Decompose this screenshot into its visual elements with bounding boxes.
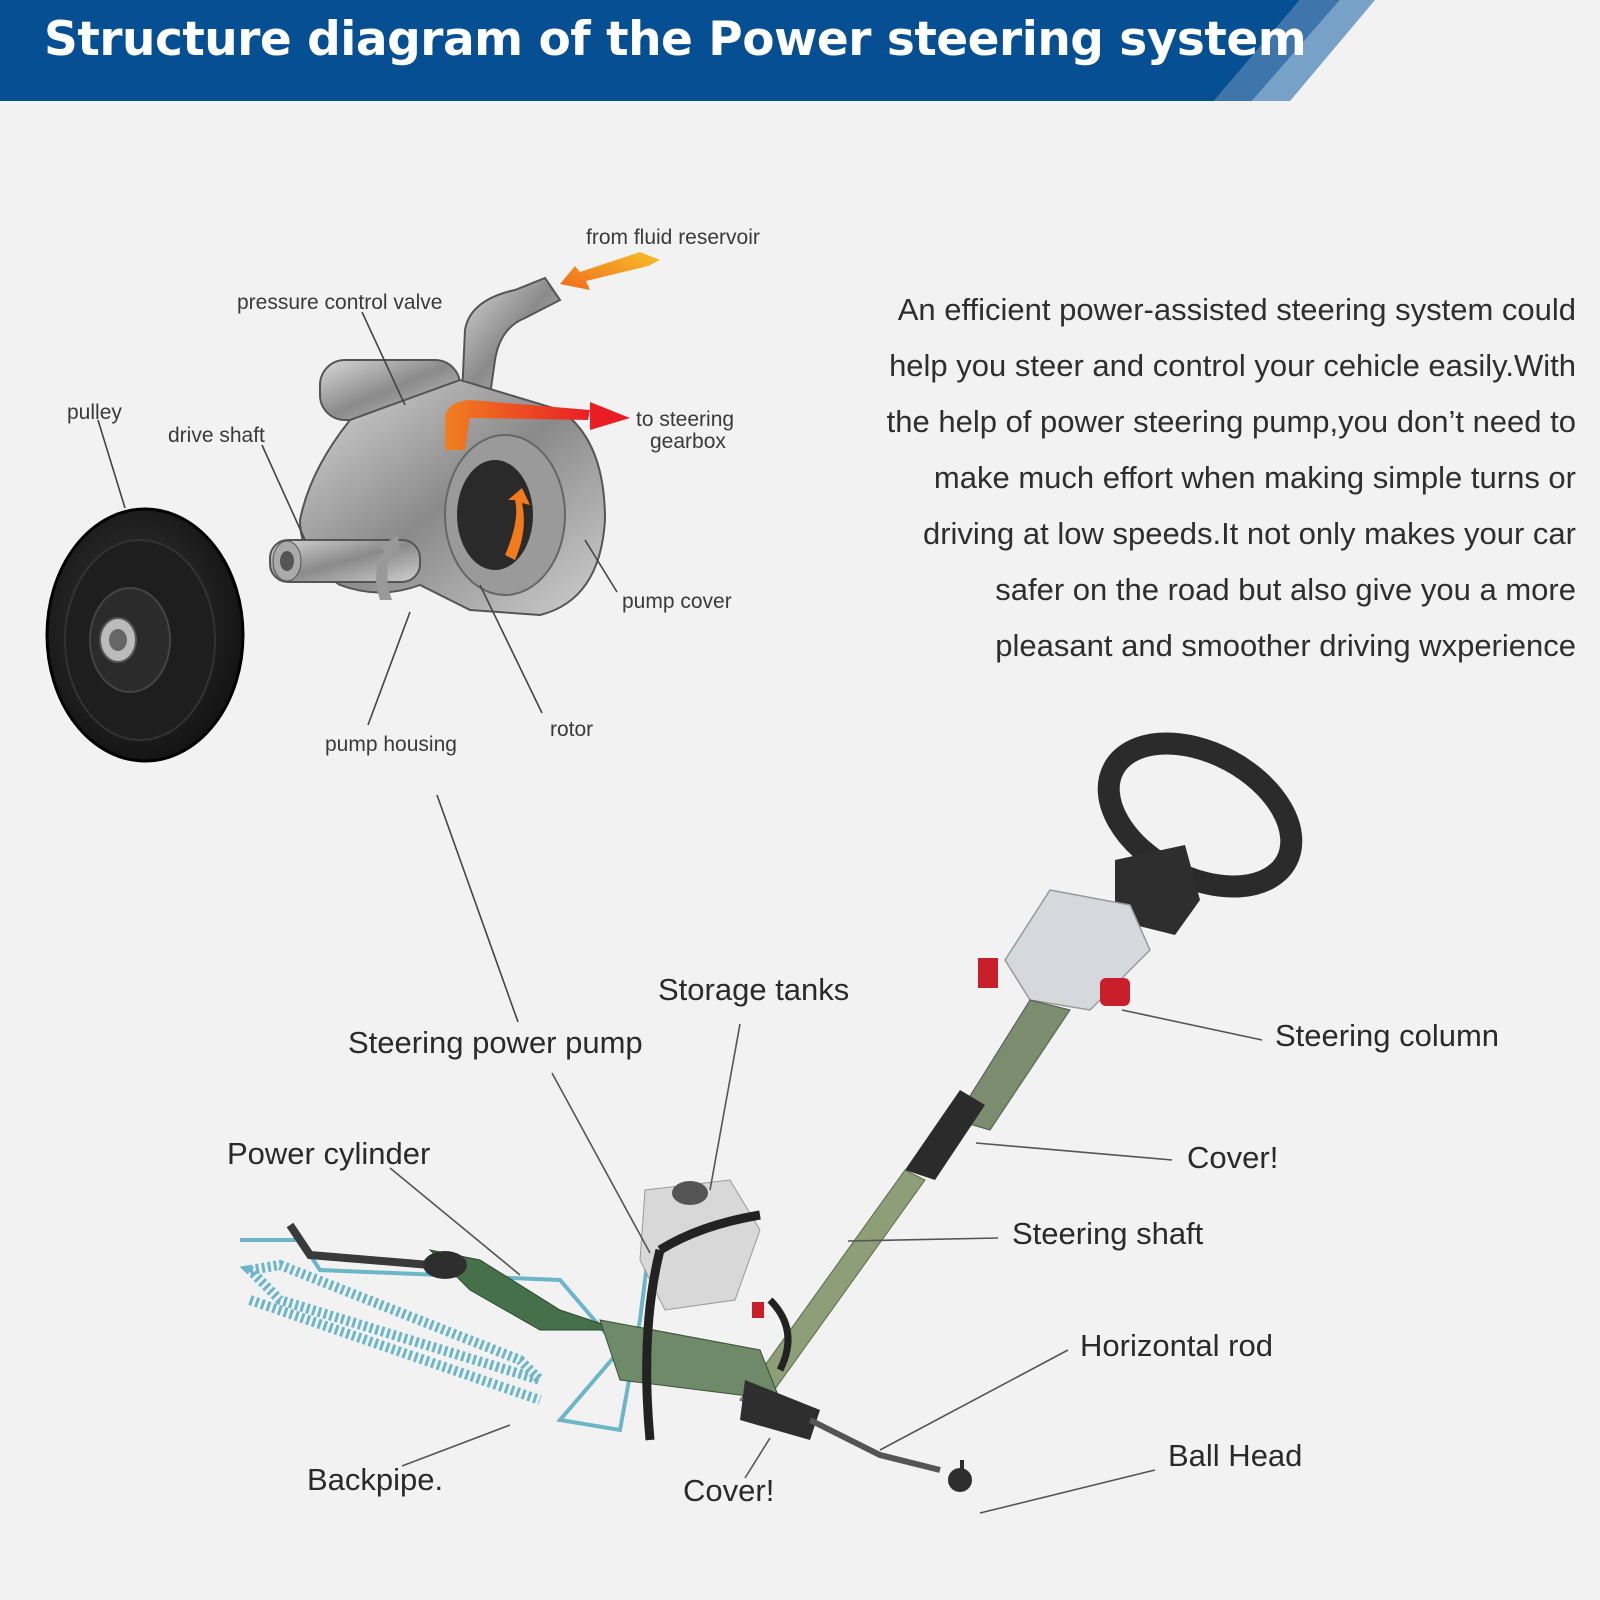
banner-background xyxy=(0,0,1375,101)
description-line: safer on the road but also give you a mo… xyxy=(995,572,1576,607)
banner-main-block xyxy=(0,0,1300,101)
header-banner: Structure diagram of the Power steering … xyxy=(0,0,1600,101)
label-gearbox: gearbox xyxy=(650,430,726,453)
label-cover-lower: Cover! xyxy=(683,1473,775,1508)
label-pump-housing: pump housing xyxy=(325,733,457,756)
label-power-cylinder: Power cylinder xyxy=(227,1136,431,1171)
description-line: An efficient power-assisted steering sys… xyxy=(897,292,1576,327)
label-cover-upper: Cover! xyxy=(1187,1140,1279,1175)
description-paragraph: An efficient power-assisted steering sys… xyxy=(770,282,1576,674)
description-line: make much effort when making simple turn… xyxy=(933,460,1576,495)
fluid-inflow-arrow xyxy=(560,252,660,290)
label-horizontal-rod: Horizontal rod xyxy=(1080,1328,1273,1363)
banner-stripe-2 xyxy=(1252,0,1375,101)
description-line: driving at low speeds.It not only makes … xyxy=(922,516,1576,551)
label-ball-head: Ball Head xyxy=(1168,1438,1303,1473)
label-rotor: rotor xyxy=(550,718,594,741)
label-to-steering: to steering xyxy=(636,408,735,431)
label-pressure-control-valve: pressure control valve xyxy=(237,291,443,314)
description-line: help you steer and control your cehicle … xyxy=(889,348,1576,383)
label-steering-power-pump: Steering power pump xyxy=(348,1025,643,1060)
pump-illustration xyxy=(269,276,630,617)
description-line: pleasant and smoother driving wxperience xyxy=(995,628,1576,663)
label-pulley: pulley xyxy=(67,401,122,424)
pump-leader-lines xyxy=(97,311,618,1023)
label-pump-cover: pump cover xyxy=(622,590,732,613)
rack-and-pinion-illustration xyxy=(239,1179,972,1492)
label-drive-shaft: drive shaft xyxy=(168,424,265,447)
label-storage-tanks: Storage tanks xyxy=(658,972,850,1007)
steering-assembly-illustration xyxy=(739,732,1303,1411)
system-leader-lines xyxy=(389,1009,1263,1514)
label-backpipe: Backpipe. xyxy=(307,1462,444,1497)
page-title: Structure diagram of the Power steering … xyxy=(44,12,1307,67)
label-steering-shaft: Steering shaft xyxy=(1012,1216,1204,1251)
description-line: the help of power steering pump,you don’… xyxy=(886,404,1576,439)
label-from-fluid-reservoir: from fluid reservoir xyxy=(586,226,760,249)
label-steering-column: Steering column xyxy=(1275,1018,1500,1053)
banner-stripe-1 xyxy=(1214,0,1340,101)
pulley-illustration xyxy=(45,507,245,763)
